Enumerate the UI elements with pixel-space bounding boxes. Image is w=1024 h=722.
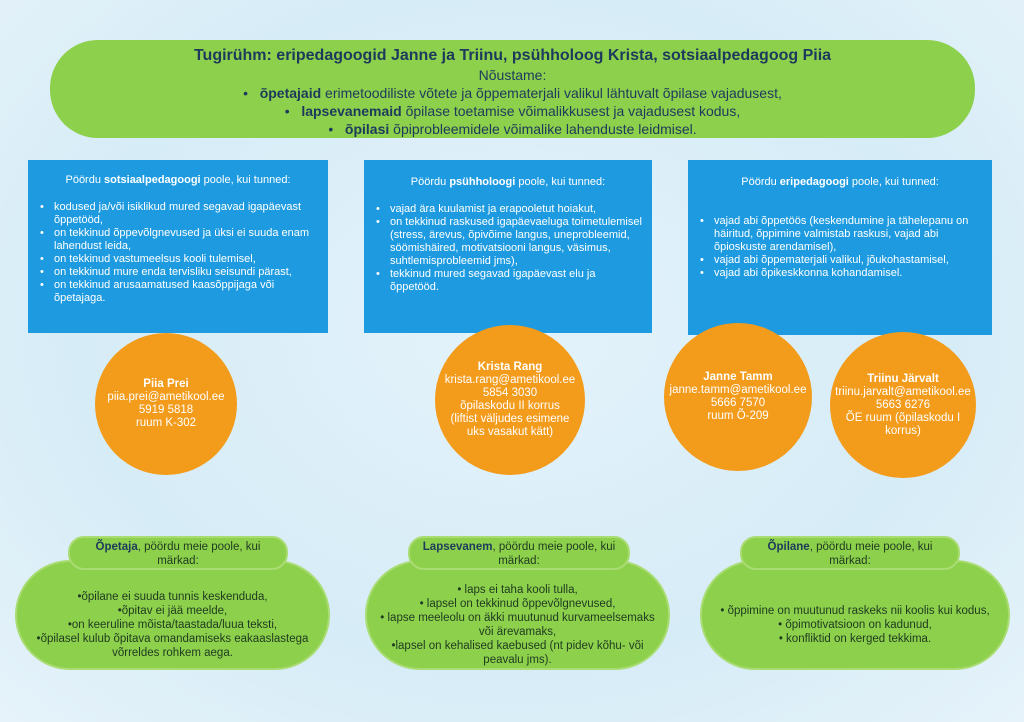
box-special-pedagogue: Pöördu eripedagoogi poole, kui tunned: v…	[688, 160, 992, 335]
contact-room: ruum K-302	[135, 417, 197, 429]
teacher-heading: Õpetaja, pöördu meie poole, kui märkad:	[68, 536, 288, 570]
contact-email[interactable]: triinu.jarvalt@ametikool.ee	[835, 385, 971, 398]
list-item: on tekkinud arusaamatused kaasõppijaga v…	[36, 279, 320, 305]
line-text: erimetoodiliste võtete ja õppematerjali …	[321, 85, 782, 101]
box-psychologist: Pöördu psühholoogi poole, kui tunned: va…	[364, 160, 652, 333]
counsel-line: • lapsevanemaid õpilase toetamise võimal…	[50, 102, 975, 120]
bullet: •	[284, 103, 290, 119]
contact-phone: 5663 6276	[875, 398, 931, 411]
list-item: • õpimotivatsioon on kadunud,	[778, 619, 932, 631]
contact-room: ruum Õ-209	[707, 410, 769, 422]
list-item: vajad abi õppetöös (keskendumine ja tähe…	[696, 215, 984, 254]
contact-krista: Krista Rang krista.rang@ametikool.ee 585…	[435, 325, 585, 475]
bold-word: õpilasi	[344, 121, 390, 137]
bullet: •	[328, 121, 334, 137]
list-item: • laps ei taha kooli tulla,	[457, 584, 578, 596]
line-text: õpiprobleemidele võimalike lahenduste le…	[389, 121, 697, 137]
list-item: •õpilane ei suuda tunnis keskenduda,	[77, 591, 268, 603]
box-list: kodused ja/või isiklikud mured segavad i…	[36, 201, 320, 305]
contact-phone: 5854 3030	[482, 387, 538, 399]
contact-room: ÕE ruum (õpilaskodu I korrus)	[845, 411, 961, 437]
box-social-pedagogue: Pöördu sotsiaalpedagoogi poole, kui tunn…	[28, 160, 328, 333]
box-list: vajad ära kuulamist ja erapooletut hoiak…	[372, 203, 644, 294]
contact-name: Triinu Järvalt	[867, 372, 939, 385]
teacher-signs: •õpilane ei suuda tunnis keskenduda, •õp…	[15, 560, 330, 670]
contact-piia: Piia Prei piia.prei@ametikool.ee 5919 58…	[95, 333, 237, 475]
list-item: •õpitav ei jää meelde,	[117, 605, 228, 617]
list-item: kodused ja/või isiklikud mured segavad i…	[36, 201, 320, 227]
list-item: •on keeruline mõista/taastada/luua tekst…	[67, 619, 278, 631]
box-list: vajad abi õppetöös (keskendumine ja tähe…	[696, 215, 984, 280]
header-banner: Tugirühm: eripedagoogid Janne ja Triinu,…	[50, 40, 975, 138]
bold-word: lapsevanemaid	[301, 103, 402, 119]
list-item: vajad abi õppematerjali valikul, jõukoha…	[696, 254, 984, 267]
contact-janne: Janne Tamm janne.tamm@ametikool.ee 5666 …	[664, 323, 812, 471]
list-item: • õppimine on muutunud raskeks nii kooli…	[720, 605, 990, 617]
list-item: on tekkinud õppevõlgnevused ja üksi ei s…	[36, 227, 320, 253]
contact-email[interactable]: krista.rang@ametikool.ee	[444, 374, 576, 386]
contact-phone: 5919 5818	[138, 404, 194, 416]
contact-name: Piia Prei	[143, 378, 189, 390]
box-heading: Pöördu sotsiaalpedagoogi poole, kui tunn…	[65, 174, 291, 186]
contact-email[interactable]: janne.tamm@ametikool.ee	[669, 384, 807, 396]
student-signs: • õppimine on muutunud raskeks nii kooli…	[700, 560, 1010, 670]
line-text: õpilase toetamise võimalikkusest ja vaja…	[401, 103, 741, 119]
list-item: vajad ära kuulamist ja erapooletut hoiak…	[372, 203, 644, 216]
contact-phone: 5666 7570	[710, 397, 766, 409]
box-heading: Pöördu eripedagoogi poole, kui tunned:	[741, 176, 939, 188]
contact-triinu: Triinu Järvalt triinu.jarvalt@ametikool.…	[830, 332, 976, 478]
list-item: tekkinud mured segavad igapäevast elu ja…	[372, 268, 644, 294]
contact-name: Krista Rang	[477, 361, 543, 373]
bold-word: õpetajaid	[259, 85, 322, 101]
subtitle: Nõustame:	[478, 67, 547, 83]
list-item: on tekkinud raskused igapäevaeluga toime…	[372, 216, 644, 268]
list-item: on tekkinud vastumeelsus kooli tulemisel…	[36, 253, 320, 266]
bullet: •	[243, 85, 249, 101]
parent-signs: • laps ei taha kooli tulla, • lapsel on …	[365, 560, 670, 670]
box-heading: Pöördu psühholoogi poole, kui tunned:	[410, 176, 606, 188]
student-heading: Õpilane, pöördu meie poole, kui märkad:	[740, 536, 960, 570]
contact-email[interactable]: piia.prei@ametikool.ee	[107, 391, 225, 403]
list-item: • konfliktid on kerged tekkima.	[778, 633, 932, 645]
list-item: •lapsel on kehalised kaebused (nt pidev …	[391, 640, 644, 666]
list-item: on tekkinud mure enda tervisliku seisund…	[36, 266, 320, 279]
list-item: • lapse meeleolu on äkki muutunud kurvam…	[380, 612, 655, 638]
list-item: vajad abi õpikeskkonna kohandamisel.	[696, 267, 984, 280]
page-title: Tugirühm: eripedagoogid Janne ja Triinu,…	[193, 47, 832, 64]
contact-name: Janne Tamm	[703, 371, 773, 383]
list-item: •õpilasel kulub õpitava omandamiseks eak…	[36, 633, 309, 659]
counsel-line: • õpetajaid erimetoodiliste võtete ja õp…	[50, 84, 975, 102]
counsel-line: • õpilasi õpiprobleemidele võimalike lah…	[50, 120, 975, 138]
list-item: • lapsel on tekkinud õppevõlgnevused,	[419, 598, 616, 610]
contact-room: õpilaskodu II korrus (liftist väljudes e…	[450, 400, 570, 438]
parent-heading: Lapsevanem, pöördu meie poole, kui märka…	[408, 536, 630, 570]
